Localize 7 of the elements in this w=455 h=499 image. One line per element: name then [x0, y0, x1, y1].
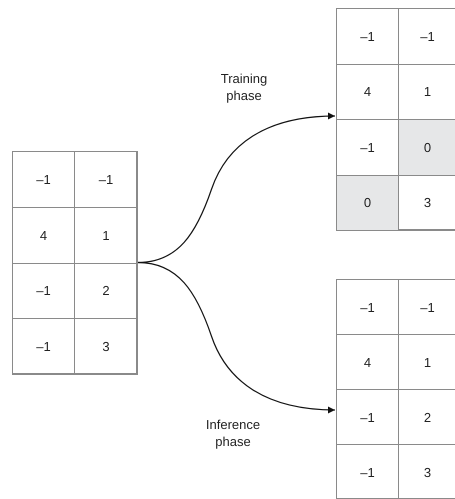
table-cell: 3 [74, 318, 138, 375]
table-grid [336, 8, 455, 230]
table-grid [12, 151, 137, 374]
curved-arrow [138, 262, 336, 414]
table-cell: 0 [398, 119, 455, 176]
table-cell: 0 [336, 174, 399, 231]
table-grid [336, 279, 455, 499]
